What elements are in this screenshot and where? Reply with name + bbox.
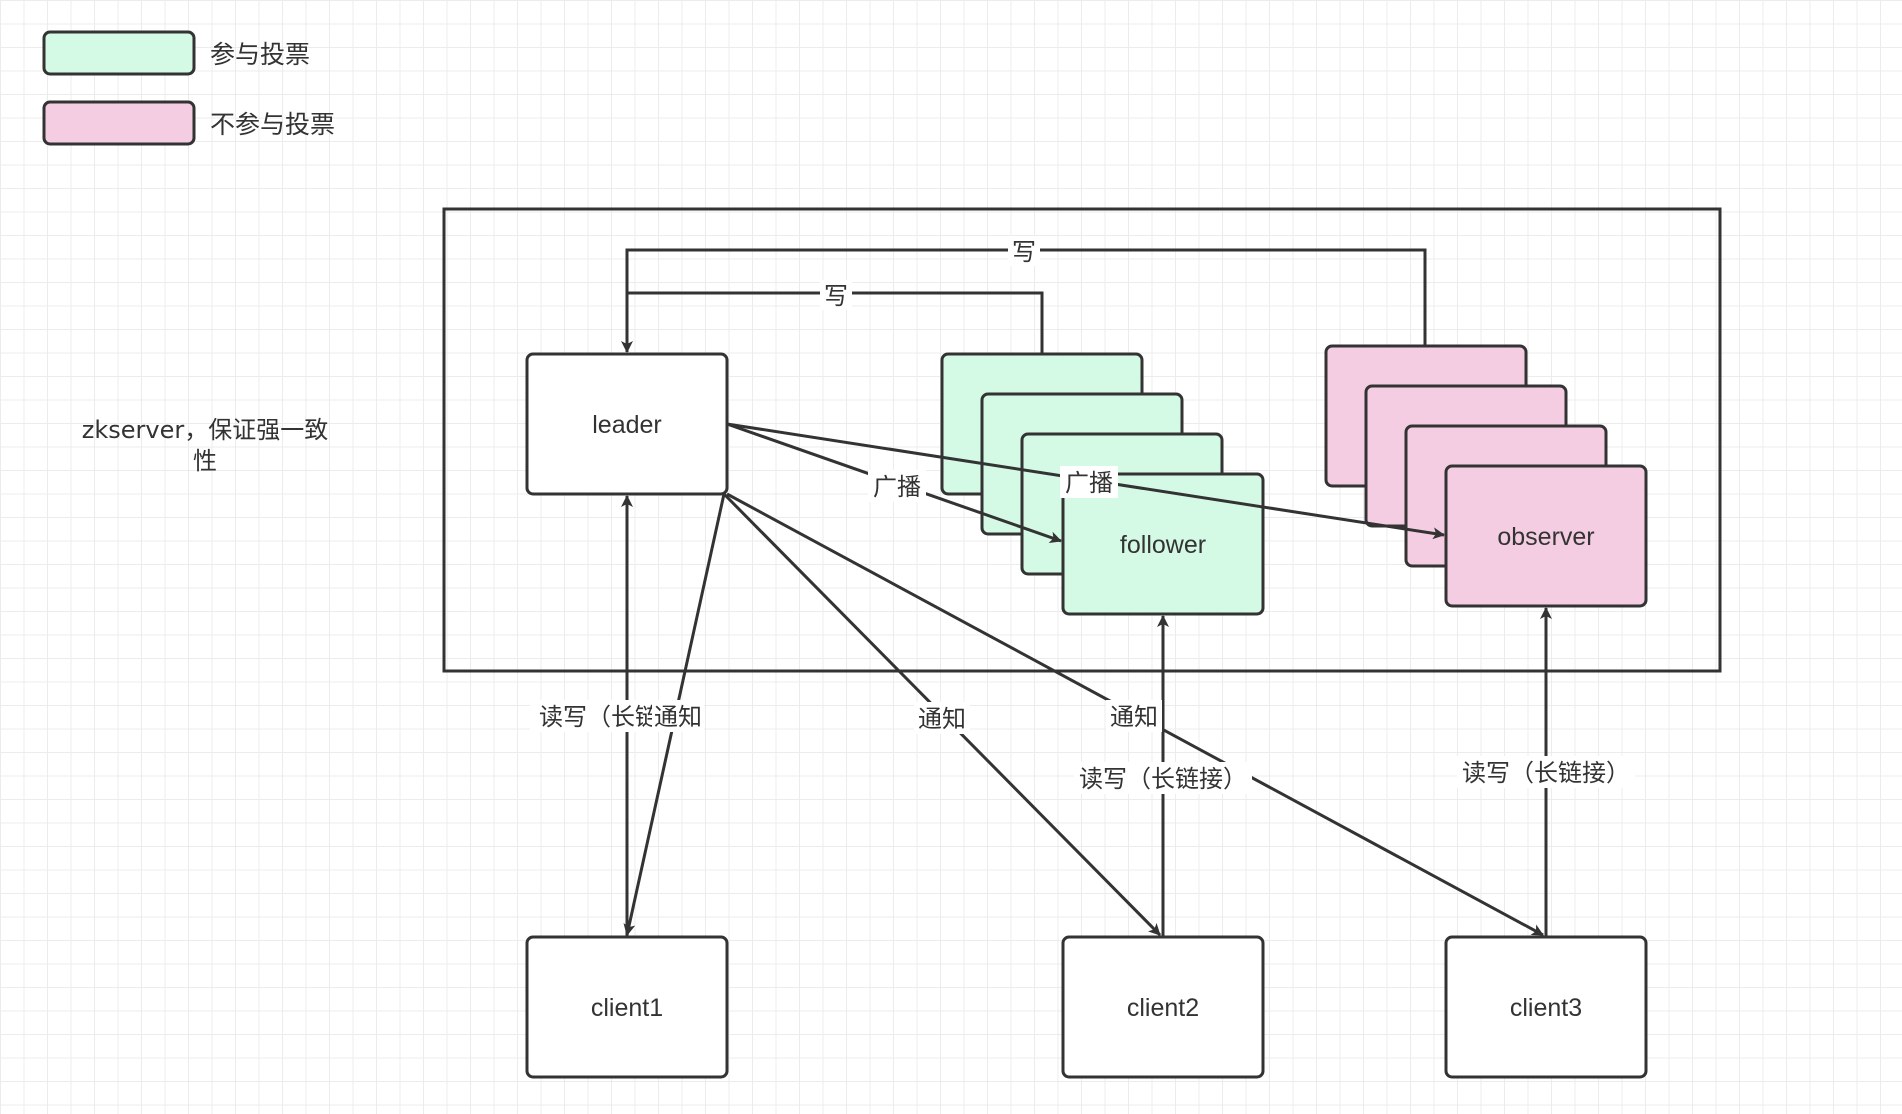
client1-label: client1 (591, 994, 663, 1022)
edge-label-bg (820, 280, 852, 310)
leader-node[interactable]: leader (525, 352, 729, 496)
edge-label-bg (1074, 762, 1252, 794)
follower-label: follower (1120, 531, 1206, 559)
label-notify-client1: 通知 (654, 703, 702, 731)
client3-label: client3 (1510, 994, 1582, 1022)
edge-follower-write-leader (627, 291, 1044, 354)
client3-node[interactable]: client3 (1444, 935, 1648, 1079)
legend-non-voting-swatch (42, 100, 196, 146)
label-readwrite-client3: 读写（长链接） (1462, 759, 1630, 787)
edge-label-bg (530, 700, 654, 732)
edge-label-bg (1106, 700, 1162, 732)
label-notify-client3: 通知 (1110, 703, 1158, 731)
observer-node[interactable]: observer (1444, 464, 1648, 608)
client2-node[interactable]: client2 (1061, 935, 1265, 1079)
client2-label: client2 (1127, 994, 1199, 1022)
edge-label-bg (1457, 756, 1635, 788)
edge-label-bg (1008, 236, 1040, 266)
legend-voting-swatch (42, 30, 196, 76)
legend-non-voting-label: 不参与投票 (210, 110, 335, 139)
client1-node[interactable]: client1 (525, 935, 729, 1079)
edge-label-bg (868, 470, 926, 502)
label-readwrite-client1: 读写（长链接） (539, 703, 707, 731)
edge-label-bg (1060, 466, 1118, 498)
label-notify-client2: 通知 (918, 705, 966, 733)
follower-node[interactable]: follower (1061, 472, 1265, 616)
observer-box (1444, 464, 1648, 608)
label-readwrite-client2: 读写（长链接） (1079, 765, 1247, 793)
leader-label: leader (592, 411, 662, 439)
label-write-follower: 写 (824, 282, 848, 310)
legend-voting-label: 参与投票 (210, 40, 310, 69)
label-write-observer: 写 (1012, 238, 1036, 266)
edge-label-bg (652, 700, 704, 732)
zkserver-note: zkserver，保证强一致性 (81, 416, 329, 475)
label-broadcast-follower: 广播 (873, 473, 921, 501)
zkserver-cluster-boundary (442, 207, 1722, 673)
edge-label-bg (914, 702, 970, 734)
follower-box (1061, 472, 1265, 616)
label-broadcast-observer: 广播 (1065, 469, 1113, 497)
observer-label: observer (1497, 523, 1594, 551)
